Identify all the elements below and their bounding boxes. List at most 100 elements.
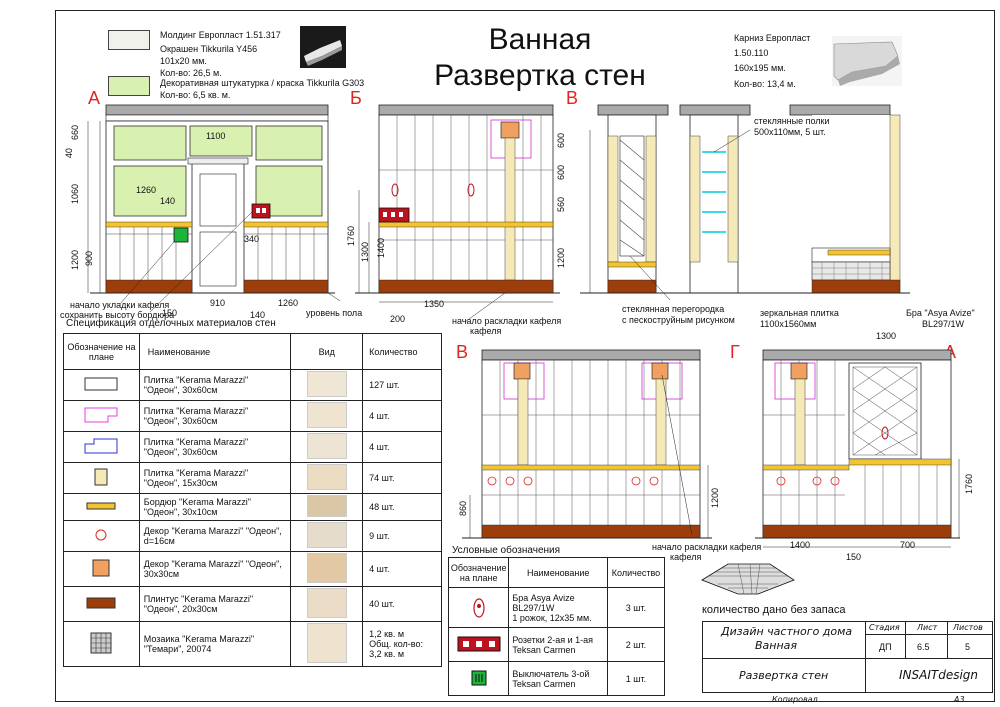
note-tile-layout-start: начало раскладки кафеля bbox=[452, 316, 562, 326]
dim-b-bottom-2: 200 bbox=[390, 314, 406, 324]
note-glass-partition-2: с пескоструйным рисунком bbox=[622, 315, 735, 325]
dim-a-bottom-3: 140 bbox=[250, 310, 266, 320]
legend-switch-qty: 1 шт. bbox=[606, 661, 666, 696]
cornice-code: 1.50.110 bbox=[734, 48, 769, 58]
spec-table-title: Спецификация отделочных материалов стен bbox=[66, 318, 276, 329]
dim-a-left-4: 1200 bbox=[70, 249, 80, 270]
spec-header-view: Вид bbox=[290, 333, 364, 370]
legend-header-name: Наименование bbox=[508, 557, 608, 588]
dim-a-bottom-2: 910 bbox=[210, 298, 226, 308]
molding-size: 101x20 мм. bbox=[160, 56, 207, 66]
spec-header-qty: Количество bbox=[362, 333, 442, 370]
spec-view-image bbox=[306, 495, 347, 517]
note-mirror-tile-size: 1100x1560мм bbox=[760, 319, 817, 329]
spec-name: Плинтус "Kerama Marazzi" "Одеон", 20x30с… bbox=[138, 586, 292, 622]
elevation-v-sections bbox=[580, 104, 910, 300]
note-glass-shelves: стеклянные полки bbox=[754, 116, 830, 126]
spec-row: Бордюр "Kerama Marazzi" "Одеон", 30x10см… bbox=[63, 493, 442, 521]
title-block-divider-v2 bbox=[905, 622, 906, 658]
spec-name: Плитка "Kerama Marazzi" "Одеон", 30x60см bbox=[138, 400, 292, 432]
title-block: Дизайн частного дома Ванная Развертка ст… bbox=[702, 621, 993, 693]
spec-header-name: Наименование bbox=[138, 333, 292, 370]
spec-name: Декор "Kerama Marazzi" "Одеон", 30x30см bbox=[138, 551, 292, 587]
molding-swatch bbox=[108, 30, 150, 50]
spec-row: Плинтус "Kerama Marazzi" "Одеон", 20x30с… bbox=[63, 586, 442, 622]
spec-view-image bbox=[306, 588, 347, 618]
molding-name: Молдинг Европласт 1.51.317 bbox=[160, 30, 281, 40]
stamp-header-stage: Стадия bbox=[869, 623, 900, 632]
cornice-size: 160x195 мм. bbox=[734, 63, 786, 73]
spec-symbol-notch-blue bbox=[63, 431, 140, 463]
spec-row: Плитка "Kerama Marazzi" "Одеон", 30x60см… bbox=[63, 431, 442, 463]
dim-a2-top: 1300 bbox=[876, 331, 897, 341]
title-line-1: Ванная bbox=[488, 23, 592, 56]
dim-b-left-3: 1400 bbox=[376, 237, 386, 258]
dim-b-bottom-1: 1350 bbox=[424, 299, 445, 309]
spec-qty: 9 шт. bbox=[362, 520, 442, 552]
note-floor-level: уровень пола bbox=[306, 308, 363, 318]
note-tile-layout-start-2: начало раскладки кафеля bbox=[652, 542, 762, 552]
spec-row: Декор "Kerama Marazzi" "Одеон", 30x30см 4… bbox=[63, 551, 442, 587]
stamp-stage: ДП bbox=[879, 642, 892, 652]
elevation-b bbox=[355, 104, 560, 323]
spec-qty: 74 шт. bbox=[362, 462, 442, 494]
spec-view-image bbox=[306, 464, 347, 490]
spec-qty: 4 шт. bbox=[362, 431, 442, 463]
molding-profile-image bbox=[300, 26, 346, 68]
stamp-header-sheet: Лист bbox=[917, 623, 938, 632]
dim-a-top-1: 1100 bbox=[206, 131, 226, 141]
socket-icon bbox=[457, 636, 501, 651]
spec-name: Мозаика "Kerama Marazzi" "Темари", 20074 bbox=[138, 621, 292, 667]
note-glass-partition: стеклянная перегородка bbox=[622, 304, 725, 314]
legend-sconce-qty: 3 шт. bbox=[606, 587, 666, 628]
note-no-reserve: количество дано без запаса bbox=[702, 604, 846, 616]
elevation-g-a bbox=[755, 349, 960, 548]
spec-name: Плитка "Kerama Marazzi" "Одеон", 30x60см bbox=[138, 369, 292, 401]
spec-view-swatch bbox=[290, 431, 364, 463]
legend-socket-symbol bbox=[447, 627, 510, 662]
view-letter-v-2: В bbox=[456, 342, 469, 362]
stamp-copied: Копировал bbox=[772, 695, 818, 704]
stamp-studio: INSAITdesign bbox=[899, 668, 979, 682]
spec-qty: 1,2 кв. м Общ. кол-во: 3,2 кв. м bbox=[362, 621, 442, 667]
dim-v-right-1: 600 bbox=[556, 132, 566, 148]
stamp-sheet-title: Развертка стен bbox=[739, 669, 829, 682]
view-letter-v: В bbox=[566, 88, 579, 108]
cornice-name: Карниз Европласт bbox=[734, 33, 811, 43]
spec-qty: 4 шт. bbox=[362, 551, 442, 587]
legend-socket-qty: 2 шт. bbox=[606, 627, 666, 662]
spec-name: Бордюр "Kerama Marazzi" "Одеон", 30x10см bbox=[138, 493, 292, 521]
plaster-qty: Кол-во: 6,5 кв. м. bbox=[160, 90, 231, 100]
note-sconce-code: BL297/1W bbox=[922, 319, 965, 329]
dim-v-right-4: 1200 bbox=[556, 247, 566, 268]
legend-sconce-symbol bbox=[447, 587, 510, 628]
plaster-swatch bbox=[108, 76, 150, 96]
spec-symbol-rect-brown bbox=[63, 586, 140, 622]
spec-view-image bbox=[306, 553, 347, 583]
elevation-a bbox=[87, 104, 340, 313]
elevation-v-2 bbox=[462, 349, 712, 539]
legend-switch-symbol bbox=[447, 661, 510, 696]
spec-view-image bbox=[306, 402, 347, 428]
spec-row: Плитка "Kerama Marazzi" "Одеон", 30x60см… bbox=[63, 400, 442, 432]
spec-symbol-notch-pink bbox=[63, 400, 140, 432]
dim-a-left-5: 900 bbox=[84, 250, 94, 266]
title-block-divider-h2 bbox=[865, 634, 992, 635]
note-keep-border: сохранить высоту бордюра bbox=[60, 310, 175, 320]
plaster-name: Декоративная штукатурка / краска Tikkuri… bbox=[160, 78, 365, 88]
stamp-header-sheets: Листов bbox=[953, 623, 983, 632]
legend-table-title: Условные обозначения bbox=[452, 545, 561, 556]
spec-view-image bbox=[306, 522, 347, 548]
sconce-icon bbox=[473, 597, 485, 618]
spec-row: Плитка "Kerama Marazzi" "Одеон", 15x30см… bbox=[63, 462, 442, 494]
dim-a-top-2: 1260 bbox=[136, 185, 157, 195]
legend-socket-name: Розетки 2-ая и 1-ая Teksan Carmen bbox=[508, 627, 608, 662]
spec-symbol-rect-white bbox=[63, 369, 140, 401]
note-glass-shelves-size: 500x110мм, 5 шт. bbox=[754, 127, 826, 137]
sheet-frame bbox=[55, 10, 995, 702]
spec-view-image bbox=[306, 623, 347, 663]
dim-a-left-3: 1060 bbox=[70, 183, 80, 204]
cornice-qty: Кол-во: 13,4 м. bbox=[734, 79, 796, 89]
stamp-project: Дизайн частного дома bbox=[721, 625, 853, 638]
